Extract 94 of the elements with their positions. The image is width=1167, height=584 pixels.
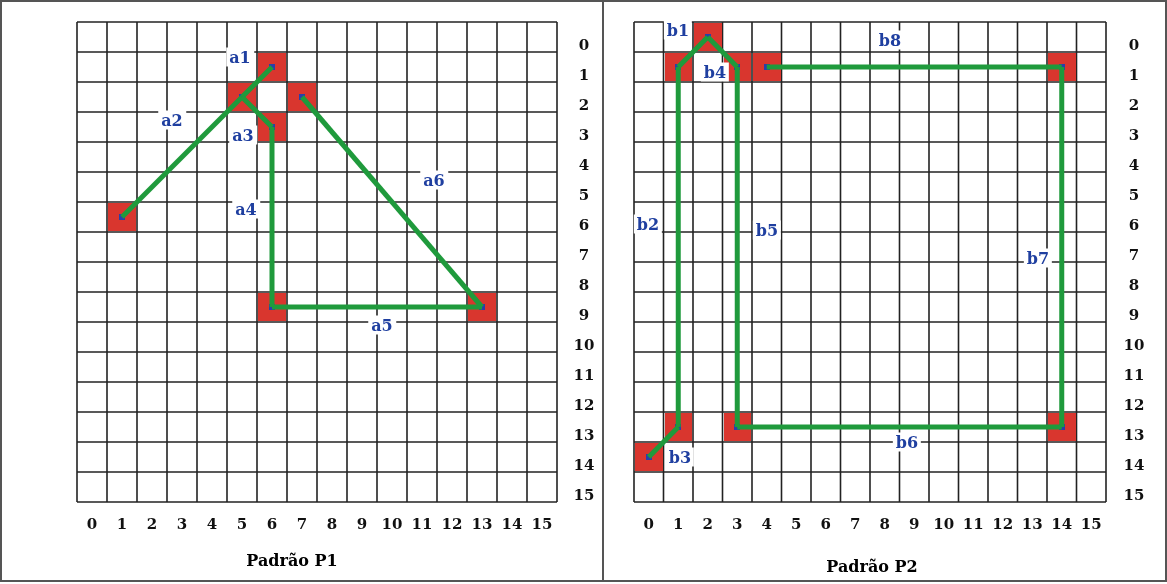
column-number: 12 xyxy=(441,515,463,533)
row-number: 9 xyxy=(578,306,590,324)
grid-panel xyxy=(0,0,604,582)
connector-line xyxy=(676,35,710,69)
connector-line xyxy=(675,67,681,427)
column-number: 15 xyxy=(531,515,553,533)
connector-line xyxy=(272,304,482,310)
row-number: 14 xyxy=(1123,456,1145,474)
column-number: 7 xyxy=(850,515,861,533)
row-number: 8 xyxy=(1128,276,1140,294)
row-number: 1 xyxy=(1128,66,1140,84)
connector-line xyxy=(766,64,1062,70)
row-number: 9 xyxy=(1128,306,1140,324)
column-number: 14 xyxy=(1051,515,1073,533)
connector-line xyxy=(240,95,274,129)
column-number: 8 xyxy=(879,515,890,533)
edge-label: a1 xyxy=(226,47,254,67)
column-number: 13 xyxy=(471,515,493,533)
column-number: 13 xyxy=(1021,515,1043,533)
connector-line xyxy=(269,127,275,307)
grid-panel xyxy=(602,0,1167,582)
column-number: 0 xyxy=(86,515,98,533)
edge-label: b5 xyxy=(752,220,782,240)
row-number: 0 xyxy=(578,36,590,54)
panel-title: Padrão P1 xyxy=(246,550,338,570)
column-number: 5 xyxy=(236,515,248,533)
column-number: 12 xyxy=(992,515,1014,533)
row-number: 10 xyxy=(1123,336,1145,354)
edge-label: b4 xyxy=(700,62,730,82)
row-number: 5 xyxy=(1128,186,1140,204)
row-number: 15 xyxy=(573,486,595,504)
connector-line xyxy=(646,425,681,459)
edge-label: b7 xyxy=(1023,248,1053,268)
column-number: 10 xyxy=(381,515,403,533)
edge-label: b6 xyxy=(892,432,922,452)
column-number: 9 xyxy=(356,515,368,533)
column-number: 7 xyxy=(296,515,308,533)
column-number: 0 xyxy=(643,515,654,533)
row-number: 15 xyxy=(1123,486,1145,504)
row-number: 13 xyxy=(1123,426,1145,444)
connector-line xyxy=(737,424,1062,430)
row-number: 2 xyxy=(1128,96,1140,114)
column-number: 9 xyxy=(909,515,920,533)
column-number: 15 xyxy=(1080,515,1102,533)
connector-line xyxy=(705,35,740,69)
panel-title: Padrão P2 xyxy=(826,556,918,576)
column-number: 10 xyxy=(933,515,955,533)
connector-line xyxy=(734,67,740,427)
row-number: 11 xyxy=(1123,366,1145,384)
column-number: 11 xyxy=(411,515,433,533)
row-number: 11 xyxy=(573,366,595,384)
row-number: 3 xyxy=(1128,126,1140,144)
row-number: 3 xyxy=(578,126,590,144)
row-number: 5 xyxy=(578,186,590,204)
column-number: 1 xyxy=(673,515,684,533)
row-number: 14 xyxy=(573,456,595,474)
row-number: 12 xyxy=(573,396,595,414)
column-number: 6 xyxy=(820,515,831,533)
edge-label: a3 xyxy=(229,125,257,145)
column-number: 4 xyxy=(761,515,772,533)
column-number: 3 xyxy=(732,515,743,533)
column-number: 11 xyxy=(962,515,984,533)
edge-label: a2 xyxy=(158,110,186,130)
row-number: 8 xyxy=(578,276,590,294)
edge-label: a4 xyxy=(232,199,260,219)
column-number: 1 xyxy=(116,515,128,533)
column-number: 4 xyxy=(206,515,218,533)
edge-label: b1 xyxy=(663,20,693,40)
row-number: 0 xyxy=(1128,36,1140,54)
column-number: 14 xyxy=(501,515,523,533)
row-number: 1 xyxy=(578,66,590,84)
connector-line xyxy=(240,65,274,99)
row-number: 4 xyxy=(1128,156,1140,174)
column-number: 6 xyxy=(266,515,278,533)
connector-line xyxy=(1059,67,1065,427)
connector-line xyxy=(300,95,484,309)
column-number: 5 xyxy=(791,515,802,533)
column-number: 3 xyxy=(176,515,188,533)
column-number: 2 xyxy=(146,515,158,533)
row-number: 7 xyxy=(578,246,590,264)
row-number: 2 xyxy=(578,96,590,114)
edge-label: a5 xyxy=(368,315,396,335)
row-number: 6 xyxy=(578,216,590,234)
connector-line xyxy=(120,95,244,219)
column-number: 2 xyxy=(702,515,713,533)
row-number: 6 xyxy=(1128,216,1140,234)
edge-label: b2 xyxy=(633,214,663,234)
row-number: 10 xyxy=(573,336,595,354)
column-number: 8 xyxy=(326,515,338,533)
edge-label: a6 xyxy=(420,170,448,190)
row-number: 12 xyxy=(1123,396,1145,414)
row-number: 7 xyxy=(1128,246,1140,264)
row-number: 4 xyxy=(578,156,590,174)
row-number: 13 xyxy=(573,426,595,444)
